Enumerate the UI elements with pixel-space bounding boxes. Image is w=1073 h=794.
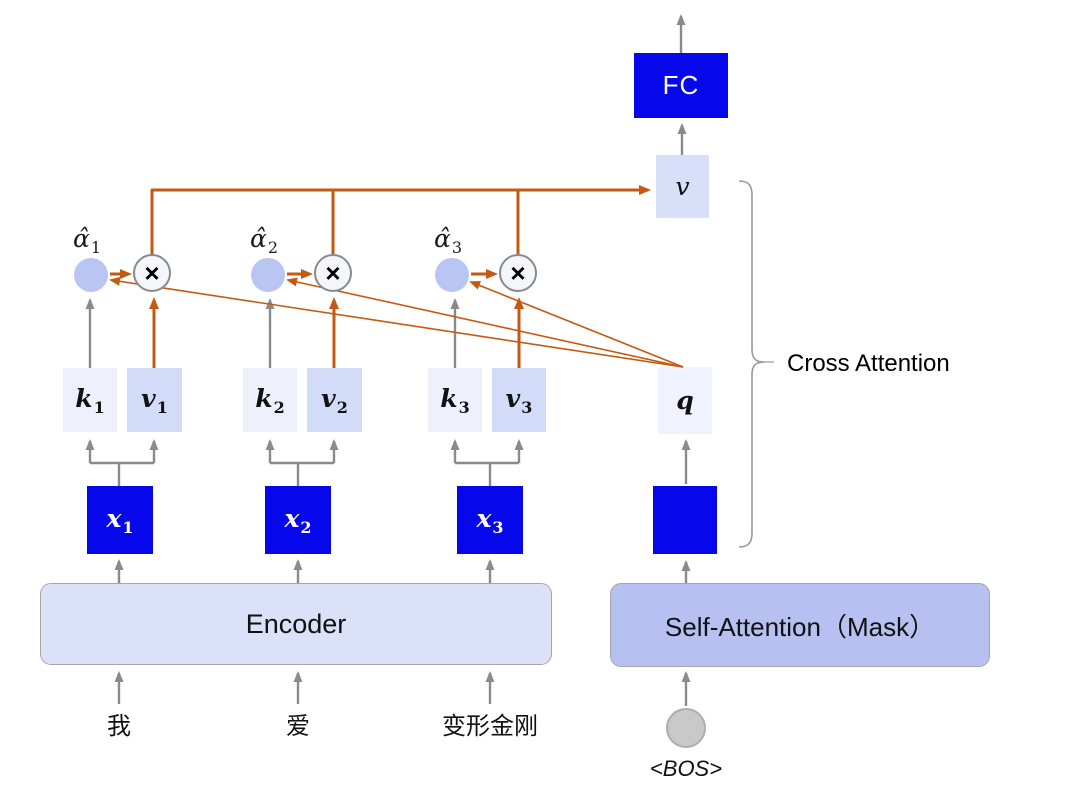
x3-label: x3 <box>476 503 504 537</box>
input-token-3: 变形金刚 <box>442 713 538 740</box>
fc-label: FC <box>662 70 700 100</box>
decoder-embedding-box <box>653 486 717 554</box>
x2-label: x2 <box>284 503 312 537</box>
v3-label: v3 <box>505 383 533 417</box>
alpha-node-3 <box>435 258 469 292</box>
v-box-2: v2 <box>307 368 362 432</box>
k1-label: k1 <box>75 383 105 417</box>
k-box-3: k3 <box>428 368 482 432</box>
v1-label: v1 <box>141 383 168 417</box>
v-box-1: v1 <box>127 368 182 432</box>
attention-output-v-label: v <box>675 172 690 201</box>
multiply-icon: × <box>510 258 526 288</box>
multiply-node-3: × <box>499 254 537 292</box>
input-token-2: 爱 <box>286 713 310 740</box>
cross-attention-label: Cross Attention <box>787 350 950 377</box>
self-attention-label: Self-Attention（Mask） <box>664 611 936 642</box>
input-token-1: 我 <box>107 713 131 740</box>
fc-box: FC <box>634 53 728 118</box>
multiply-node-1: × <box>133 254 171 292</box>
self-attention-block: Self-Attention（Mask） <box>610 583 990 667</box>
multiply-node-2: × <box>314 254 352 292</box>
query-attention-lines <box>109 276 684 368</box>
x-box-1: x1 <box>87 486 153 554</box>
x-split-connectors <box>90 461 519 486</box>
orange-arrows <box>110 185 651 368</box>
multiply-icon: × <box>325 258 341 288</box>
cross-attention-brace <box>738 180 774 548</box>
v-box-3: v3 <box>492 368 546 432</box>
x-box-2: x2 <box>265 486 331 554</box>
bos-node <box>666 708 706 748</box>
multiply-icon: × <box>144 258 160 288</box>
alpha-hat-label-1: α̂1 <box>72 224 102 257</box>
x1-label: x1 <box>106 503 134 537</box>
alpha-hat-label-3: α̂3 <box>433 224 463 257</box>
attention-output-v-box: v <box>656 155 709 218</box>
alpha-hat-label-2: α̂2 <box>249 224 279 257</box>
query-q-box: q <box>658 367 712 434</box>
v2-label: v2 <box>321 383 348 417</box>
x-box-3: x3 <box>457 486 523 554</box>
encoder-label: Encoder <box>245 608 347 639</box>
k-box-2: k2 <box>243 368 297 432</box>
bos-token-label: <BOS> <box>649 756 723 781</box>
k-box-1: k1 <box>63 368 117 432</box>
encoder-block: Encoder <box>40 583 552 665</box>
alpha-node-1 <box>74 258 108 292</box>
k3-label: k3 <box>440 383 470 417</box>
alpha-node-2 <box>251 258 285 292</box>
k2-label: k2 <box>255 383 285 417</box>
query-q-label: q <box>676 386 694 415</box>
